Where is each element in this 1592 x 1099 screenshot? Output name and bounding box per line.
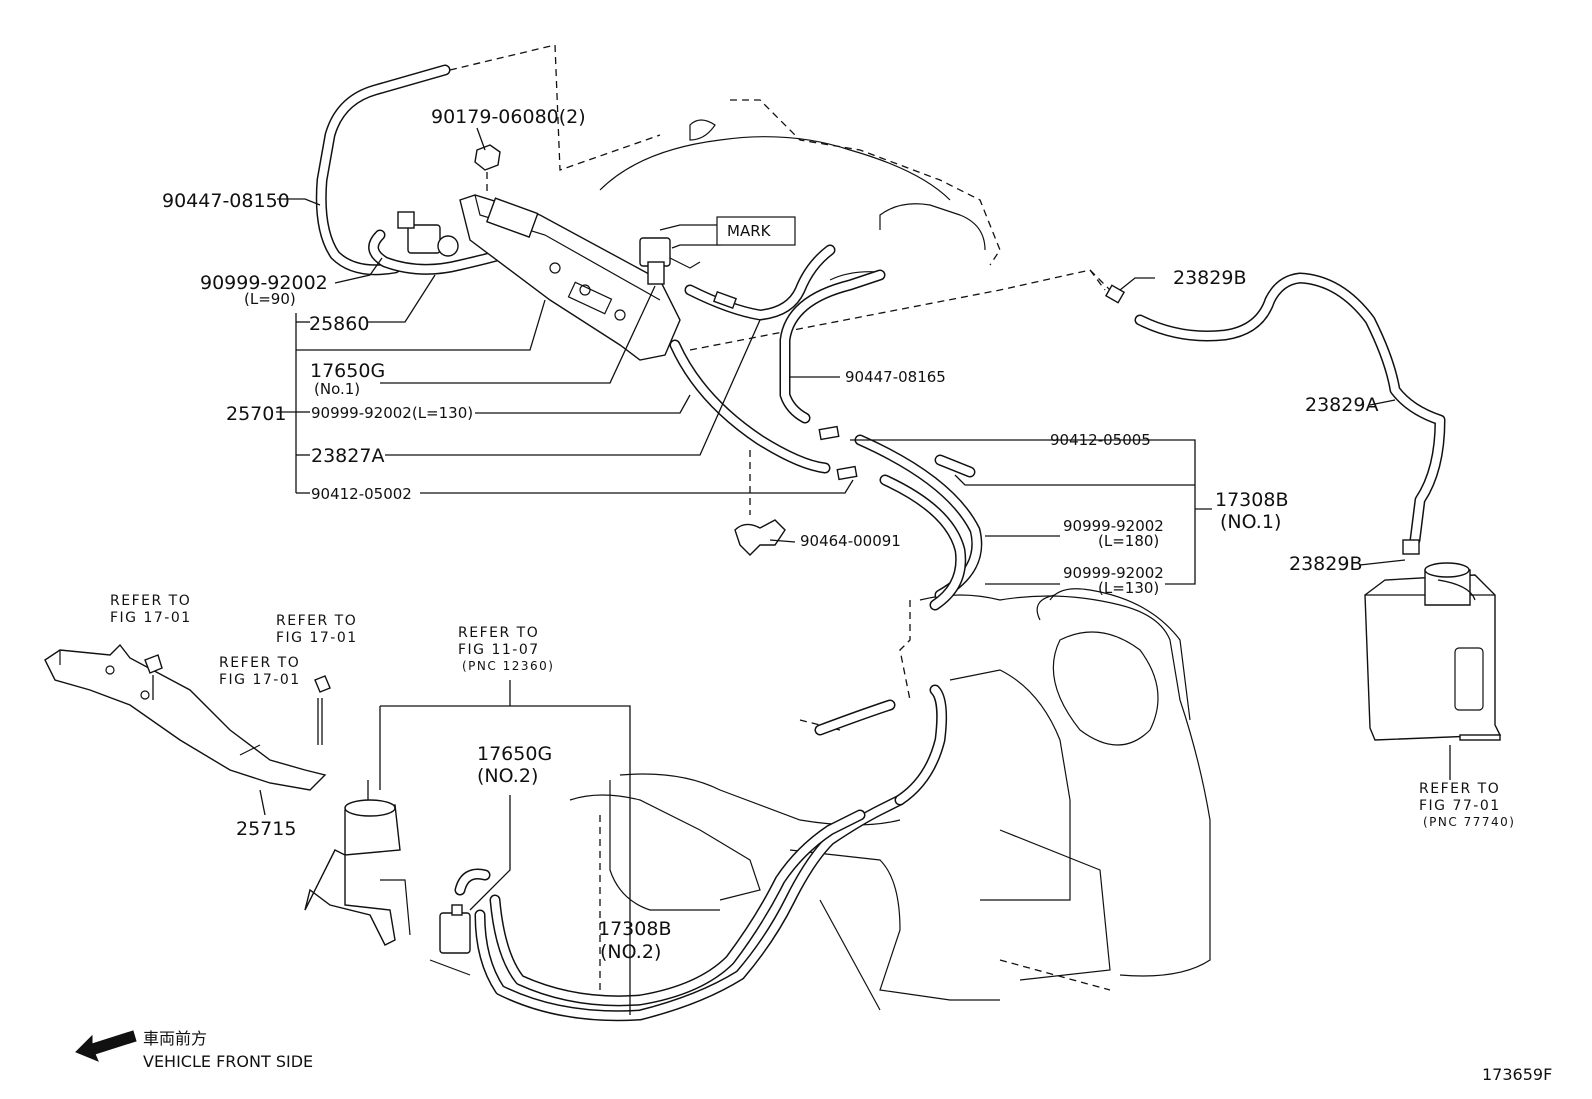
label-17308b-no1: 17308B: [1215, 489, 1288, 511]
mark-box: [716, 216, 796, 246]
label-17308b-no2-sub: (NO.2): [600, 941, 661, 963]
vsv-17650g-no1: [639, 237, 701, 285]
vsv-25860: [397, 211, 459, 257]
ref-fig77-line1: REFER TO: [1419, 781, 1500, 797]
ref-fig17-a-line2: FIG 17-01: [110, 610, 192, 626]
vsv-17650g-no2: [429, 904, 471, 976]
label-mark: MARK: [727, 222, 772, 240]
check-valves: [712, 284, 1420, 555]
ref-fig77-line2: FIG 77-01: [1419, 798, 1501, 814]
clamp-90464: [734, 450, 786, 556]
engine-mount: [304, 780, 411, 946]
label-90464-00091: 90464-00091: [800, 532, 901, 550]
label-23829b-bottom: 23829B: [1289, 553, 1362, 575]
label-90999-l180: 90999-92002: [1063, 517, 1164, 535]
ref-fig17-b-line1: REFER TO: [276, 613, 357, 629]
figure-id: 173659F: [1482, 1065, 1552, 1084]
label-90447-08150: 90447-08150: [162, 190, 290, 212]
label-90999-l130b-length: (L=130): [1098, 579, 1159, 597]
leader-lines: [276, 127, 1406, 1015]
footer: 車両前方 VEHICLE FRONT SIDE 173659F: [143, 1029, 1552, 1084]
ref-fig77-line3: (PNC 77740): [1423, 815, 1515, 829]
label-90999-l180-length: (L=180): [1098, 532, 1159, 550]
label-90447-08165: 90447-08165: [845, 368, 946, 386]
ref-fig17-c-line1: REFER TO: [219, 655, 300, 671]
vehicle-front-arrow-icon: [75, 1030, 137, 1062]
label-90179: 90179-06080(2): [431, 106, 586, 128]
nut-90179: [474, 144, 501, 195]
label-90999-l90-length: (L=90): [244, 290, 296, 308]
engine-intake-outline: [449, 44, 1211, 1011]
label-17650g-no1: 17650G: [310, 360, 385, 382]
label-17650g-no2-sub: (NO.2): [477, 765, 538, 787]
front-side-japanese: 車両前方: [143, 1029, 207, 1048]
label-23829b-top: 23829B: [1173, 267, 1246, 289]
charcoal-canister: [1364, 562, 1502, 780]
ref-fig17-b-line2: FIG 17-01: [276, 630, 358, 646]
ref-fig11-line3: (PNC 12360): [462, 659, 554, 673]
ref-fig11-line2: FIG 11-07: [458, 642, 540, 658]
label-90999-l130b: 90999-92002: [1063, 564, 1164, 582]
ref-fig11-line1: REFER TO: [458, 625, 539, 641]
label-23829a: 23829A: [1305, 394, 1378, 416]
label-90999-l90: 90999-92002: [200, 272, 328, 294]
label-90412-05005: 90412-05005: [1050, 431, 1151, 449]
front-side-caption: VEHICLE FRONT SIDE: [143, 1052, 313, 1071]
label-17308b-no2: 17308B: [598, 918, 671, 940]
ref-fig17-a-line1: REFER TO: [110, 593, 191, 609]
label-17308b-no1-sub: (NO.1): [1220, 511, 1281, 533]
label-25701: 25701: [226, 403, 286, 425]
label-25715: 25715: [236, 818, 296, 840]
ref-fig17-c-line2: FIG 17-01: [219, 672, 301, 688]
bracket-25715: [44, 643, 331, 816]
part-number-labels: 90179-06080(2) 90447-08150 90999-92002 (…: [162, 106, 1378, 963]
label-90999-l130a: 90999-92002(L=130): [311, 404, 473, 422]
label-25860: 25860: [309, 313, 369, 335]
label-23827a: 23827A: [311, 445, 384, 467]
label-17650g-no2: 17650G: [477, 743, 552, 765]
bracket-assembly-25701: [459, 194, 681, 361]
reference-notes: REFER TO FIG 17-01 REFER TO FIG 17-01 RE…: [110, 593, 1515, 829]
label-90412-05002: 90412-05002: [311, 485, 412, 503]
label-17650g-no1-sub: (No.1): [314, 380, 360, 398]
